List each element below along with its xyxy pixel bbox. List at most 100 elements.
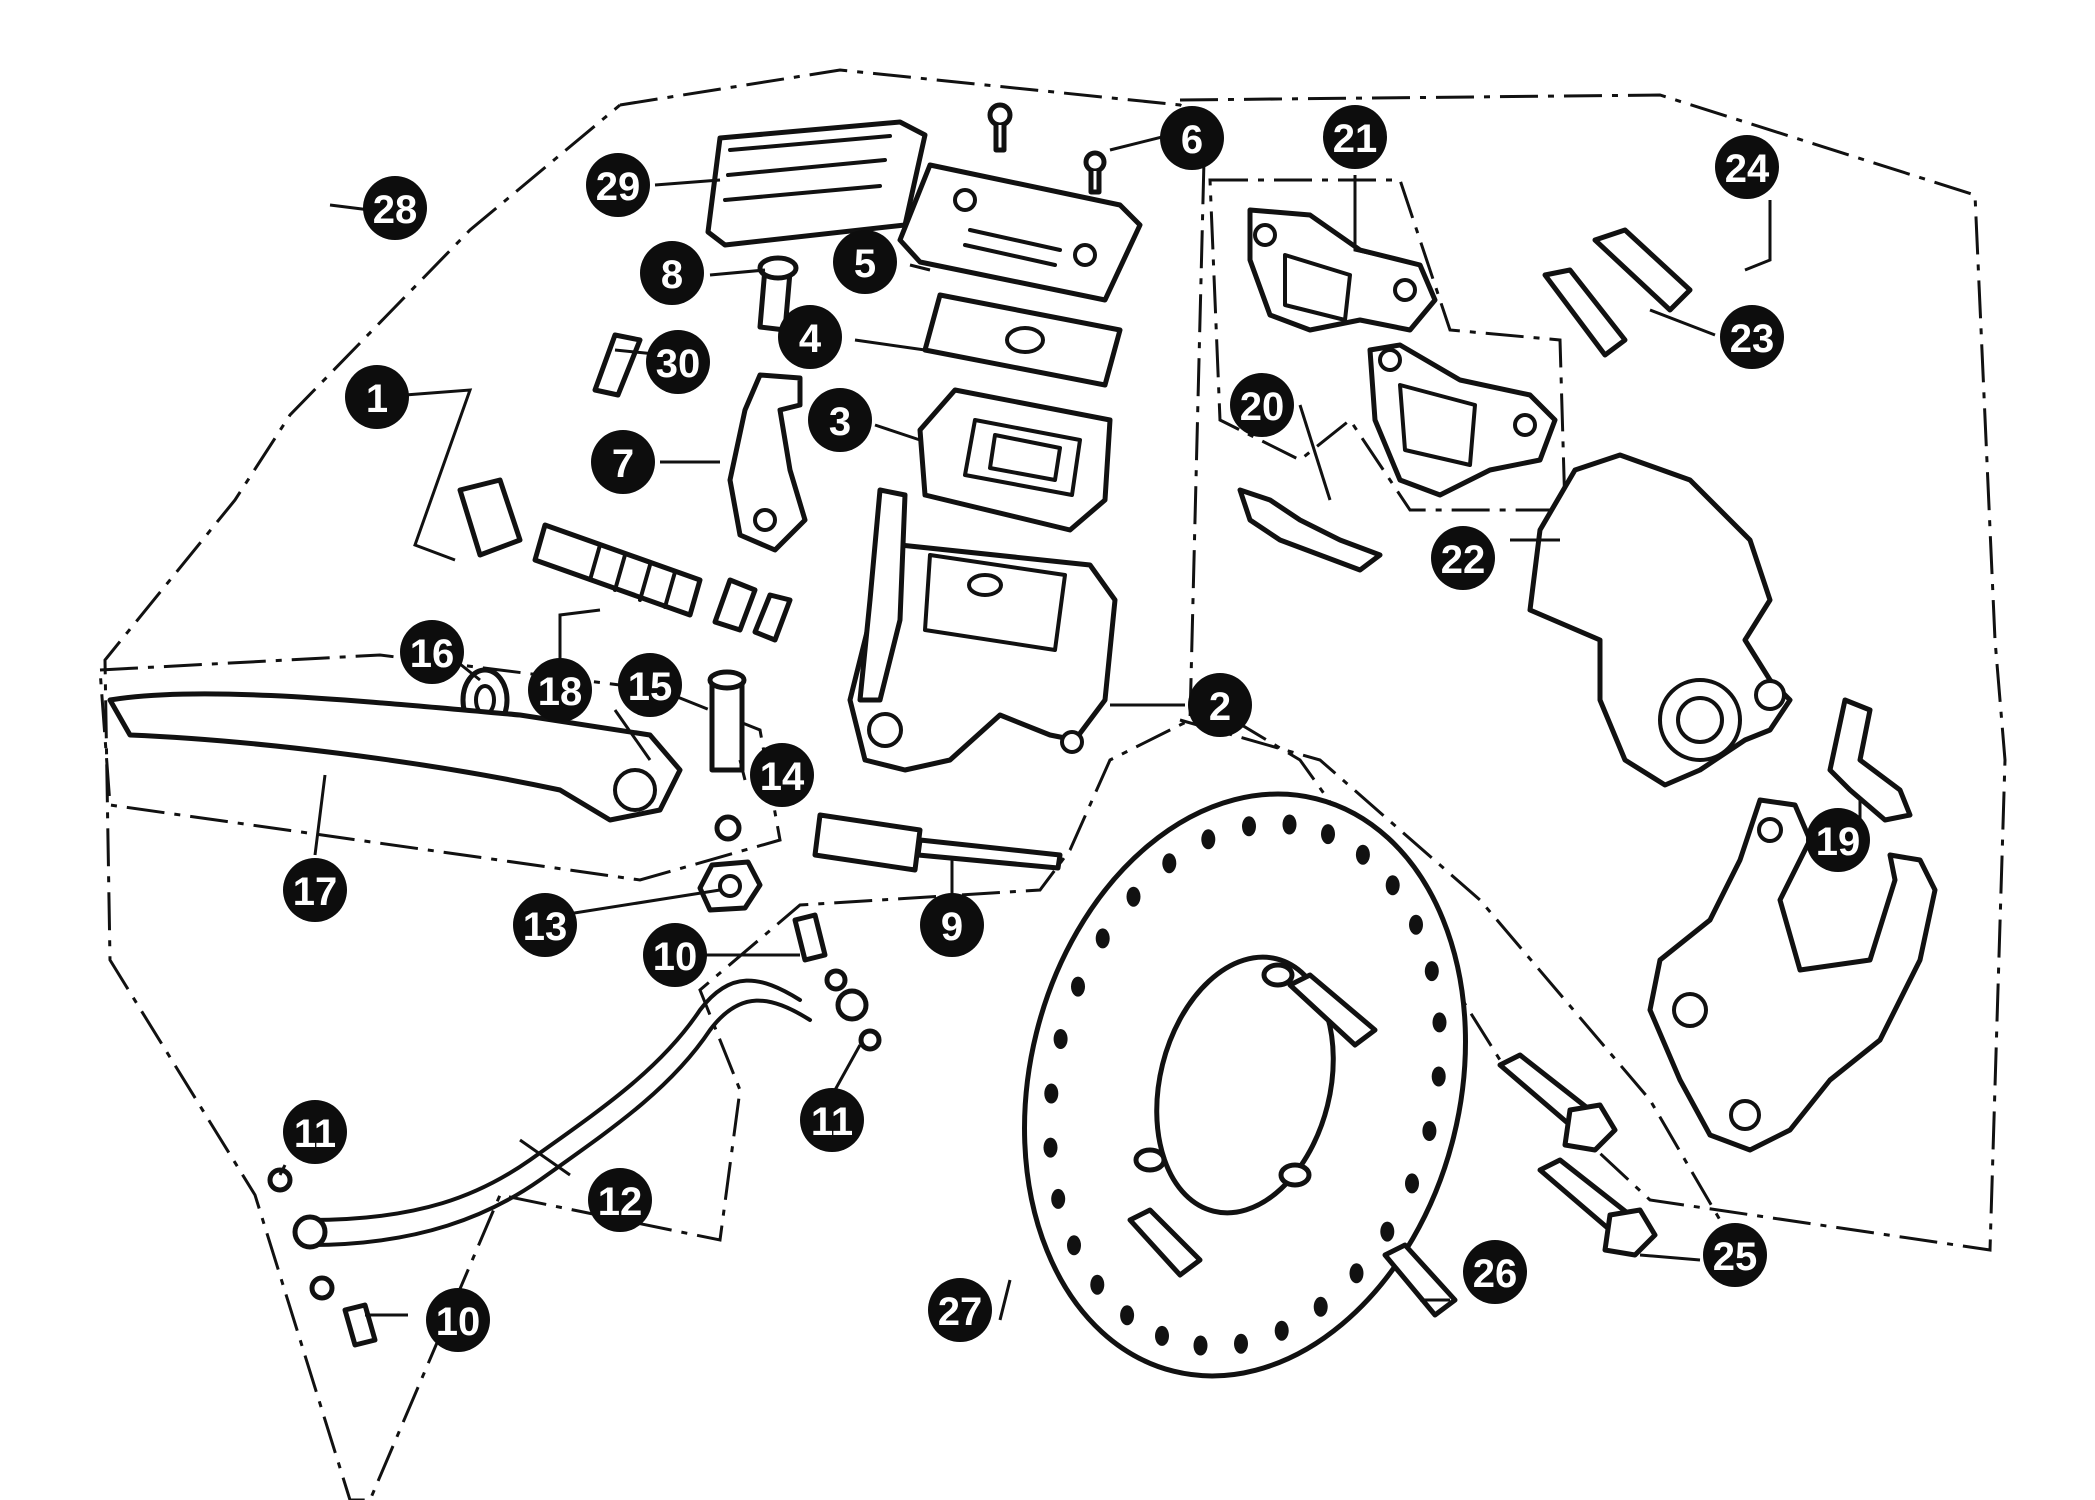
- part-bleeder: [1827, 697, 1913, 823]
- svg-text:1: 1: [366, 377, 388, 421]
- svg-text:5: 5: [854, 242, 876, 286]
- disc-vent-hole: [1193, 1335, 1208, 1356]
- svg-text:14: 14: [760, 755, 805, 799]
- outline-master-cylinder-group: [103, 68, 1207, 1500]
- disc-vent-hole: [1201, 829, 1216, 850]
- svg-text:19: 19: [1816, 820, 1861, 864]
- svg-text:29: 29: [596, 165, 641, 209]
- callout-22: 22: [1431, 526, 1495, 590]
- part-brake-disc: [1022, 791, 1468, 1379]
- callout-9: 9: [920, 893, 984, 957]
- callout-19: 19: [1806, 808, 1870, 872]
- disc-vent-hole: [1120, 1305, 1135, 1326]
- svg-text:7: 7: [612, 442, 634, 486]
- callout-1: 1: [345, 365, 409, 429]
- svg-text:10: 10: [653, 935, 698, 979]
- svg-text:2: 2: [1209, 685, 1231, 729]
- part-bracket-bolts: [1497, 1052, 1658, 1258]
- disc-vent-hole: [1422, 1121, 1437, 1141]
- disc-vent-hole: [1432, 1012, 1447, 1033]
- part-screws: [987, 102, 1107, 195]
- svg-text:3: 3: [829, 400, 851, 444]
- part-reservoir-cap: [897, 162, 1143, 303]
- disc-vent-hole: [1043, 1137, 1058, 1158]
- callout-21: 21: [1323, 105, 1387, 169]
- svg-text:11: 11: [294, 1112, 336, 1156]
- disc-vent-hole: [1313, 1296, 1328, 1317]
- callout-20: 20: [1230, 373, 1294, 437]
- part-pad-shim: [1237, 487, 1383, 573]
- part-diaphragm-plate: [922, 292, 1123, 388]
- disc-vent-hole: [1234, 1333, 1248, 1354]
- svg-text:11: 11: [811, 1100, 853, 1144]
- outline-disc-group: [1179, 718, 1722, 1221]
- svg-text:16: 16: [410, 632, 455, 676]
- outline-pad-group: [1208, 178, 1567, 512]
- disc-vent-hole: [1385, 875, 1400, 896]
- part-caliper-bracket: [1647, 797, 1938, 1153]
- callout-24: 24: [1715, 135, 1779, 199]
- callout-25: 25: [1703, 1223, 1767, 1287]
- part-bolt: [757, 255, 799, 333]
- callout-12: 12: [588, 1168, 652, 1232]
- disc-vent-holes: [1043, 814, 1447, 1356]
- svg-text:22: 22: [1441, 538, 1486, 582]
- part-lever: [107, 691, 683, 823]
- disc-vent-hole: [1405, 1173, 1419, 1194]
- callout-18: 18: [528, 658, 592, 722]
- svg-text:25: 25: [1713, 1235, 1758, 1279]
- svg-text:6: 6: [1181, 118, 1203, 162]
- callout-14: 14: [750, 743, 814, 807]
- disc-vent-hole: [1355, 844, 1370, 865]
- disc-vent-hole: [1424, 961, 1439, 982]
- part-light-switch: [812, 812, 1063, 873]
- disc-vent-hole: [1409, 914, 1423, 935]
- disc-vent-hole: [1349, 1263, 1364, 1284]
- callout-2: 2: [1188, 673, 1252, 737]
- disc-vent-hole: [1321, 824, 1335, 845]
- svg-text:24: 24: [1725, 147, 1770, 191]
- part-pivot-screw: [697, 669, 763, 913]
- disc-vent-hole: [1126, 886, 1141, 907]
- part-caliper-pins: [1542, 227, 1693, 358]
- part-pin: [592, 332, 643, 398]
- part-piston-set: [457, 477, 793, 643]
- svg-text:15: 15: [628, 665, 673, 709]
- svg-text:12: 12: [598, 1180, 643, 1224]
- callout-7: 7: [591, 430, 655, 494]
- callout-26: 26: [1463, 1240, 1527, 1304]
- svg-text:27: 27: [938, 1290, 983, 1334]
- callout-8: 8: [640, 241, 704, 305]
- part-clamp: [727, 372, 808, 553]
- disc-vent-hole: [1095, 928, 1110, 949]
- svg-text:23: 23: [1730, 317, 1775, 361]
- callout-27: 27: [928, 1278, 992, 1342]
- callout-11-right: 11: [800, 1088, 864, 1152]
- svg-text:30: 30: [656, 342, 701, 386]
- callout-17: 17: [283, 858, 347, 922]
- disc-vent-hole: [1431, 1066, 1446, 1087]
- callout-13: 13: [513, 893, 577, 957]
- disc-vent-hole: [1044, 1083, 1059, 1104]
- callout-6: 6: [1160, 106, 1224, 170]
- part-disc-bolts: [1127, 962, 1458, 1318]
- part-master-cylinder: [847, 487, 1118, 773]
- svg-text:4: 4: [799, 317, 822, 361]
- svg-text:28: 28: [373, 188, 418, 232]
- disc-vent-hole: [1071, 976, 1085, 997]
- callout-10-lower: 10: [426, 1288, 490, 1352]
- callout-30: 30: [646, 330, 710, 394]
- svg-text:13: 13: [523, 905, 568, 949]
- part-reservoir-cover: [705, 119, 928, 248]
- disc-vent-hole: [1162, 853, 1177, 874]
- svg-text:18: 18: [538, 670, 583, 714]
- parts: [107, 102, 1938, 1379]
- disc-vent-hole: [1380, 1221, 1395, 1242]
- disc-vent-hole: [1155, 1325, 1169, 1346]
- disc-vent-hole: [1051, 1188, 1066, 1209]
- part-brake-pad-a: [1247, 207, 1438, 333]
- callout-10-upper: 10: [643, 923, 707, 987]
- svg-text:17: 17: [293, 870, 338, 914]
- callout-15: 15: [618, 653, 682, 717]
- part-caliper: [1527, 452, 1793, 788]
